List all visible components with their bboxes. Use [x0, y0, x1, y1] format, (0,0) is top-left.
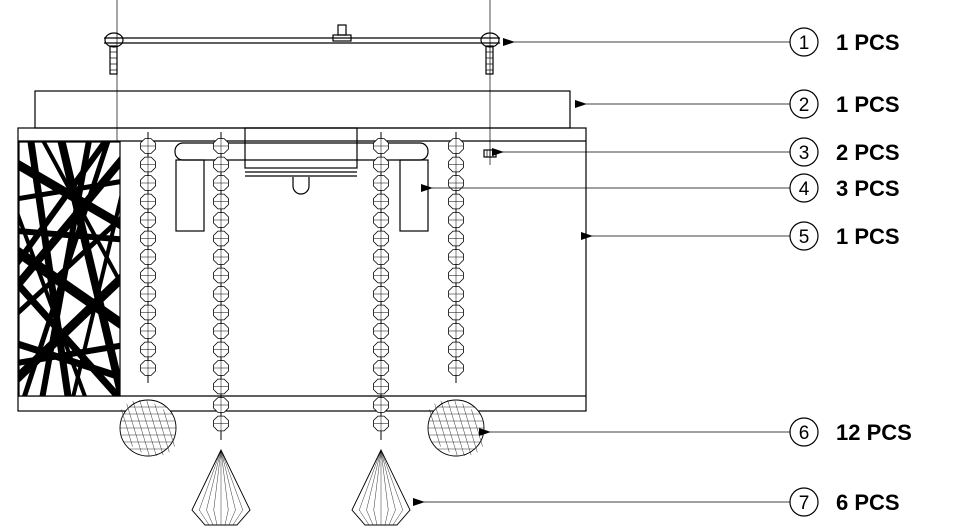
leader-arrows	[413, 38, 790, 506]
crystal-cone-facet	[213, 509, 218, 526]
crystal-ball-facet	[121, 409, 133, 447]
crystal-cone-facet	[396, 509, 411, 526]
callout-circle	[789, 173, 819, 203]
crystal-ball-facet	[462, 403, 478, 453]
crystal-ball-facet	[163, 409, 175, 447]
callout-1: 1 1 PCS	[789, 27, 900, 57]
crystal-cone-facet	[388, 509, 396, 526]
crystal-ball-facet	[440, 400, 458, 456]
crystal-cone-facet	[191, 509, 206, 526]
crystal-cone-facet	[380, 449, 411, 511]
crystal-cone-facet	[351, 449, 382, 511]
crystal-cone-facet	[220, 449, 229, 511]
crystal-cone-facet	[392, 509, 403, 526]
crystal-ball-facet	[146, 400, 164, 456]
crystal-cone-facet	[224, 509, 229, 526]
crystal-cone-facet	[199, 509, 210, 526]
callout-circle	[789, 221, 819, 251]
callout-circle	[789, 137, 819, 167]
crystal-ball-facet	[139, 399, 157, 457]
callout-3: 3 2 PCS	[789, 137, 900, 167]
crystal-cone-facet	[380, 449, 396, 511]
crystal-cone-facet	[191, 449, 222, 511]
crystal-ball-facet	[126, 403, 142, 453]
callout-number: 6	[799, 423, 810, 444]
crystal-cone-facet	[220, 449, 236, 511]
callout-number: 5	[799, 227, 810, 248]
crystal-ball-facet	[434, 403, 450, 453]
crystal-cone-facet	[220, 449, 243, 511]
crystal-cone-facet	[373, 449, 382, 511]
lamp-holders	[174, 127, 429, 232]
callout-number: 2	[799, 95, 810, 116]
crystal-cone-facet	[384, 509, 389, 526]
callout-number: 3	[799, 143, 810, 164]
mounting-screw-left	[104, 32, 124, 75]
crystal-ball-facet	[132, 400, 150, 456]
mounting-screw-right	[480, 32, 500, 75]
crystal-cone-facet	[206, 449, 222, 511]
callout-number: 4	[799, 179, 810, 200]
callout-number: 1	[799, 33, 810, 54]
crystal-cone-facet	[366, 509, 374, 526]
crystal-cone-facet	[373, 509, 378, 526]
crystal-cone-facet	[232, 509, 243, 526]
crystal-ball-facet	[154, 403, 170, 453]
callout-quantity: 6 PCS	[836, 490, 900, 515]
callout-quantity: 1 PCS	[836, 224, 900, 249]
crystal-ball-facet	[429, 409, 441, 447]
callout-circle	[789, 27, 819, 57]
crystal-cone-facet	[213, 449, 222, 511]
crystal-ball-facet	[454, 400, 472, 456]
crystal-cone-facet	[380, 449, 403, 511]
mounting-bar	[104, 24, 500, 75]
small-clip	[483, 149, 497, 158]
crystal-cone-facet	[359, 449, 382, 511]
callout-circle	[789, 417, 819, 447]
callout-quantity: 1 PCS	[836, 92, 900, 117]
crystal-cone-facet	[351, 509, 366, 526]
callout-2: 2 1 PCS	[789, 89, 900, 119]
callout-circle	[789, 89, 819, 119]
callout-5: 5 1 PCS	[789, 221, 900, 251]
crystal-ball-facet	[447, 399, 465, 457]
crystal-cone-facet	[220, 449, 251, 511]
callout-circle	[789, 487, 819, 517]
crystal-cone-facet	[380, 449, 389, 511]
callout-quantity: 1 PCS	[836, 30, 900, 55]
crystal-ball-facet	[471, 409, 483, 447]
callout-quantity: 2 PCS	[836, 140, 900, 165]
callout-number: 7	[799, 493, 810, 514]
callout-6: 6 12 PCS	[789, 417, 912, 447]
crystal-cone-facet	[236, 509, 251, 526]
crystal-cone-facet	[228, 509, 236, 526]
crystal-bead-strands	[119, 132, 485, 526]
decorative-mesh-panel	[18, 141, 121, 397]
crystal-cone-facet	[206, 509, 214, 526]
callout-quantity: 3 PCS	[836, 176, 900, 201]
crystal-cone-facet	[359, 509, 370, 526]
crystal-cone-facet	[366, 449, 382, 511]
callout-7: 7 6 PCS	[789, 487, 900, 517]
crystal-cone-facet	[199, 449, 222, 511]
callout-4: 4 3 PCS	[789, 173, 900, 203]
callout-quantity: 12 PCS	[836, 420, 912, 445]
